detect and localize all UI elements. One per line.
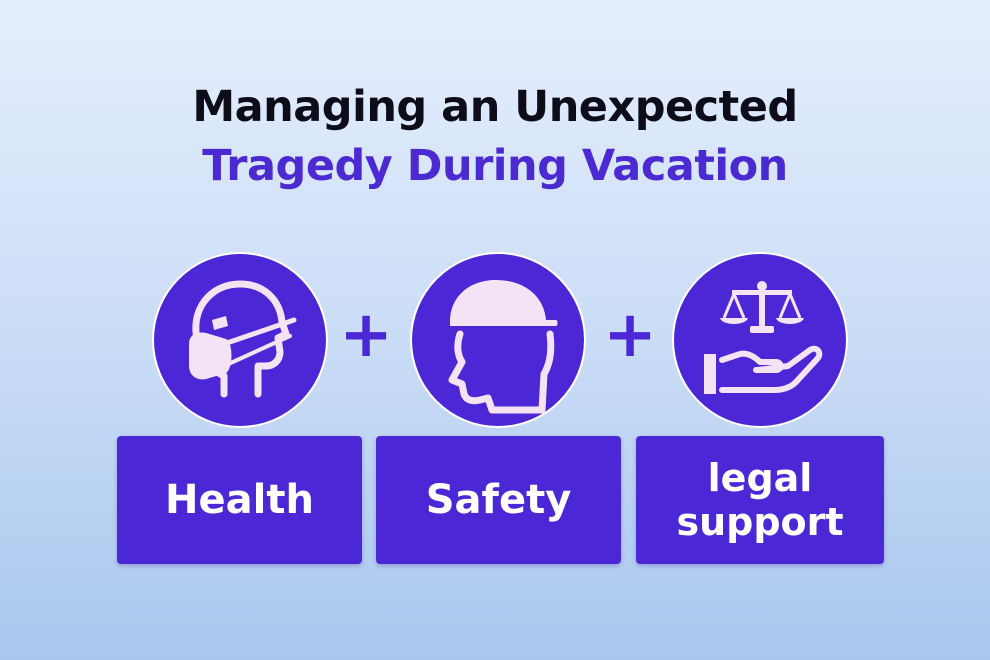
hard-hat-icon (448, 280, 558, 414)
face-mask-icon (189, 280, 297, 398)
title-line-1: Managing an Unexpected (192, 82, 798, 132)
health-label-box: Health (117, 436, 362, 564)
legal-support-circle (674, 254, 846, 426)
legal-label-line-1: legal (707, 456, 813, 500)
safety-label-box: Safety (376, 436, 621, 564)
health-label: Health (165, 477, 314, 523)
safety-circle (412, 254, 584, 426)
safety-label: Safety (425, 477, 572, 523)
scales-hand-icon (704, 281, 823, 394)
legal-support-label-box: legal support (636, 436, 884, 564)
health-circle (154, 254, 326, 426)
plus-sign-2: + (603, 298, 657, 372)
legal-label-line-2: support (676, 500, 844, 544)
title-line-2: Tragedy During Vacation (202, 141, 788, 191)
plus-sign-1: + (339, 298, 393, 372)
